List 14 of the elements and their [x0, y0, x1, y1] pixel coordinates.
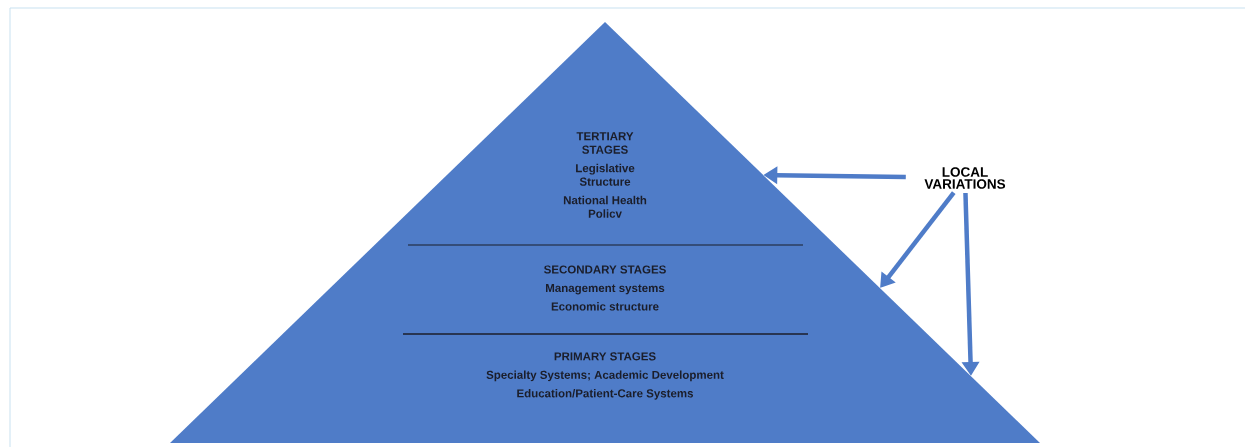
node-label: Management systems [546, 284, 665, 295]
pyramid-band: SECONDARY STAGES Management systems Economic structure [282, 245, 928, 334]
node-label: Legislative Structure [576, 163, 635, 186]
arrow [880, 191, 956, 288]
node-label: SECONDARY STAGES [544, 265, 666, 274]
node-label: Education/Patient-Care Systems [517, 388, 694, 400]
pyramid-band: TERTIARY STAGES Legislative Structure National Health Policv [374, 22, 836, 245]
node-label: PRIMARY STAGES [554, 352, 656, 361]
node-label: Specialty Systems; Academic Development [486, 370, 724, 382]
node-label: TERTIARY STAGES [576, 132, 634, 154]
pyramid-band: PRIMARY STAGES Specialty Systems; Academic Development Education/Patient-Care Systems [170, 334, 1040, 443]
node-label: National Health Policv [563, 195, 647, 218]
callout-text: LOCAL VARIATIONS [924, 167, 1006, 189]
node-label: Economic structure [551, 302, 659, 311]
